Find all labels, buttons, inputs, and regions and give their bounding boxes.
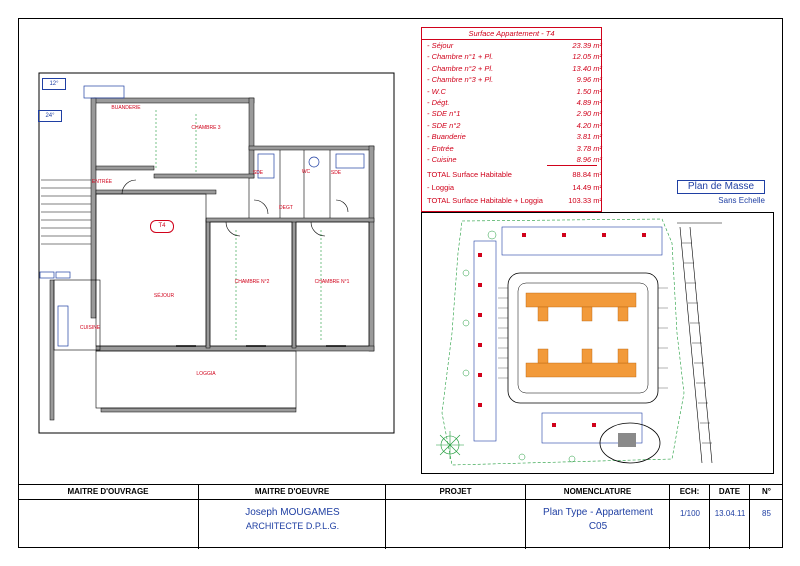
surface-row-label: - Dégt. bbox=[427, 98, 450, 107]
surface-row: - SDE n°1 2.90 m² bbox=[422, 109, 602, 120]
surface-row-value: 4.20 m² bbox=[576, 120, 602, 130]
surface-total-row: - Loggia 14.49 m² bbox=[422, 183, 602, 194]
room-label-wc: WC bbox=[301, 169, 311, 175]
surface-row-value: 8.96 m² bbox=[576, 155, 602, 164]
surface-row-value: 12.05 m² bbox=[572, 52, 602, 62]
room-label-sde2: SDE bbox=[330, 170, 342, 176]
surface-total-value: 103.33 m² bbox=[568, 196, 602, 206]
header-date: DATE bbox=[710, 485, 750, 549]
surface-row: - Séjour 23.39 m² bbox=[422, 41, 602, 52]
surface-row-label: - Entrée bbox=[427, 143, 454, 153]
surface-row-label: - Chambre n°2 + Pl. bbox=[427, 63, 494, 73]
site-plan-drawing bbox=[436, 218, 722, 466]
header-projet: PROJET bbox=[386, 485, 526, 549]
nomenclature-line1: Plan Type - Appartement bbox=[543, 507, 653, 518]
scale-value: 1/100 bbox=[679, 509, 701, 518]
surface-row: - Dégt. 4.89 m² bbox=[422, 98, 602, 109]
surface-separator bbox=[547, 165, 597, 167]
surface-row-value: 9.96 m² bbox=[576, 75, 602, 85]
surface-row: - Entrée 3.78 m² bbox=[422, 144, 602, 155]
surface-total-row: TOTAL Surface Habitable 88.84 m² bbox=[422, 170, 602, 181]
surface-row-label: - Chambre n°3 + Pl. bbox=[427, 75, 494, 85]
room-label-cuisine: CUISINE bbox=[79, 325, 101, 331]
room-label-loggia: LOGGIA bbox=[196, 371, 216, 377]
room-label-sde1: SDE bbox=[252, 170, 264, 176]
surface-row: - Buanderie 3.81 m² bbox=[422, 132, 602, 143]
stair-tag: 12° bbox=[42, 78, 66, 90]
architect-title: ARCHITECTE D.P.L.G. bbox=[245, 521, 340, 531]
number-value: 85 bbox=[762, 509, 771, 518]
surface-row-label: - Chambre n°1 + Pl. bbox=[427, 52, 494, 62]
room-label-buanderie: BUANDERIE bbox=[111, 105, 141, 111]
room-label-chambre3: CHAMBRE 3 bbox=[191, 125, 221, 131]
apartment-type-badge: T4 bbox=[150, 220, 174, 233]
surface-row: - SDE n°2 4.20 m² bbox=[422, 121, 602, 132]
surface-row: - Chambre n°3 + Pl. 9.96 m² bbox=[422, 75, 602, 86]
surface-row-value: 1.50 m² bbox=[576, 86, 602, 96]
header-number: N° bbox=[762, 487, 771, 496]
nomenclature-line2: C05 bbox=[588, 521, 608, 532]
drawing-frame bbox=[18, 18, 783, 548]
surface-row-value: 23.39 m² bbox=[572, 41, 602, 50]
surface-total-label: TOTAL Surface Habitable + Loggia bbox=[427, 196, 543, 206]
surface-row-value: 3.81 m² bbox=[576, 132, 602, 142]
surface-row-label: - Cuisine bbox=[427, 155, 457, 164]
surface-row: - Chambre n°2 + Pl. 13.40 m² bbox=[422, 64, 602, 75]
surface-row-label: - W.C bbox=[427, 86, 446, 96]
surface-row-label: - Séjour bbox=[427, 41, 454, 50]
masse-title-box: Plan de Masse bbox=[677, 180, 765, 194]
floor-plan: 12° 24° BUANDERIE CHAMBRE 3 ENTRÉE SDE W… bbox=[36, 70, 398, 438]
surface-row-label: - SDE n°2 bbox=[427, 120, 461, 130]
surface-row: - W.C 1.50 m² bbox=[422, 87, 602, 98]
surface-row-value: 4.89 m² bbox=[576, 98, 602, 107]
room-label-degt: DEGT bbox=[279, 205, 293, 211]
surface-row-label: - SDE n°1 bbox=[427, 109, 461, 119]
surface-row: - Cuisine 8.96 m² bbox=[422, 155, 602, 166]
floor-plan-drawing bbox=[38, 72, 395, 434]
surface-total-value: 14.49 m² bbox=[572, 183, 602, 193]
surface-total-label: - Loggia bbox=[427, 183, 455, 193]
title-block: MAITRE D'OUVRAGE MAITRE D'OEUVRE PROJET … bbox=[18, 484, 783, 549]
surface-row: - Chambre n°1 + Pl. 12.05 m² bbox=[422, 52, 602, 63]
header-maitre-ouvrage: MAITRE D'OUVRAGE bbox=[18, 485, 199, 549]
surface-row-value: 2.90 m² bbox=[576, 109, 602, 119]
room-label-sejour: SÉJOUR bbox=[153, 293, 175, 299]
surface-row-label: - Buanderie bbox=[427, 132, 466, 142]
surface-table: Surface Appartement - T4 - Séjour 23.39 m… bbox=[421, 27, 602, 212]
room-label-entree: ENTRÉE bbox=[91, 179, 113, 185]
date-value: 13.04.11 bbox=[714, 509, 746, 518]
room-label-chambre2: CHAMBRE N°2 bbox=[234, 279, 270, 285]
surface-row-value: 13.40 m² bbox=[572, 63, 602, 73]
masse-subtitle: Sans Echelle bbox=[718, 196, 765, 205]
surface-table-title: Surface Appartement - T4 bbox=[422, 28, 601, 40]
site-plan bbox=[421, 212, 774, 474]
architect-name: Joseph MOUGAMES bbox=[245, 507, 340, 518]
surface-total-row: TOTAL Surface Habitable + Loggia 103.33 m… bbox=[422, 196, 602, 207]
header-maitre-oeuvre: MAITRE D'OEUVRE bbox=[199, 485, 386, 549]
surface-row-value: 3.78 m² bbox=[576, 143, 602, 153]
surface-total-value: 88.84 m² bbox=[572, 170, 602, 180]
stair-tag: 24° bbox=[38, 110, 62, 122]
header-ech: ECH: bbox=[670, 485, 710, 549]
room-label-chambre1: CHAMBRE N°1 bbox=[314, 279, 350, 285]
title-block-header-row bbox=[18, 485, 783, 500]
header-nomenclature: NOMENCLATURE bbox=[526, 485, 670, 549]
surface-total-label: TOTAL Surface Habitable bbox=[427, 170, 512, 180]
